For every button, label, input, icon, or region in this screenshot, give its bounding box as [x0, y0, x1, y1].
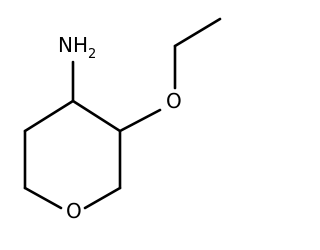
bond-c6-ring-oxygen — [83, 186, 122, 210]
molecule-drawing: NH2 O O — [23, 17, 222, 223]
bond-c3-c4 — [23, 99, 75, 133]
structure-canvas: NH2 O O — [23, 17, 222, 223]
bond-ch2-ch3 — [173, 17, 222, 48]
amine-subscript: 2 — [88, 47, 96, 62]
amine-main-text: NH — [58, 33, 88, 57]
amine-label: NH2 — [58, 33, 96, 62]
ether-oxygen-label: O — [166, 89, 182, 113]
bond-c5-ether-oxygen — [118, 108, 162, 133]
bond-ring-oxygen-c2 — [23, 186, 63, 210]
bond-c4-c5 — [71, 99, 122, 133]
ring-oxygen-label: O — [66, 199, 82, 223]
